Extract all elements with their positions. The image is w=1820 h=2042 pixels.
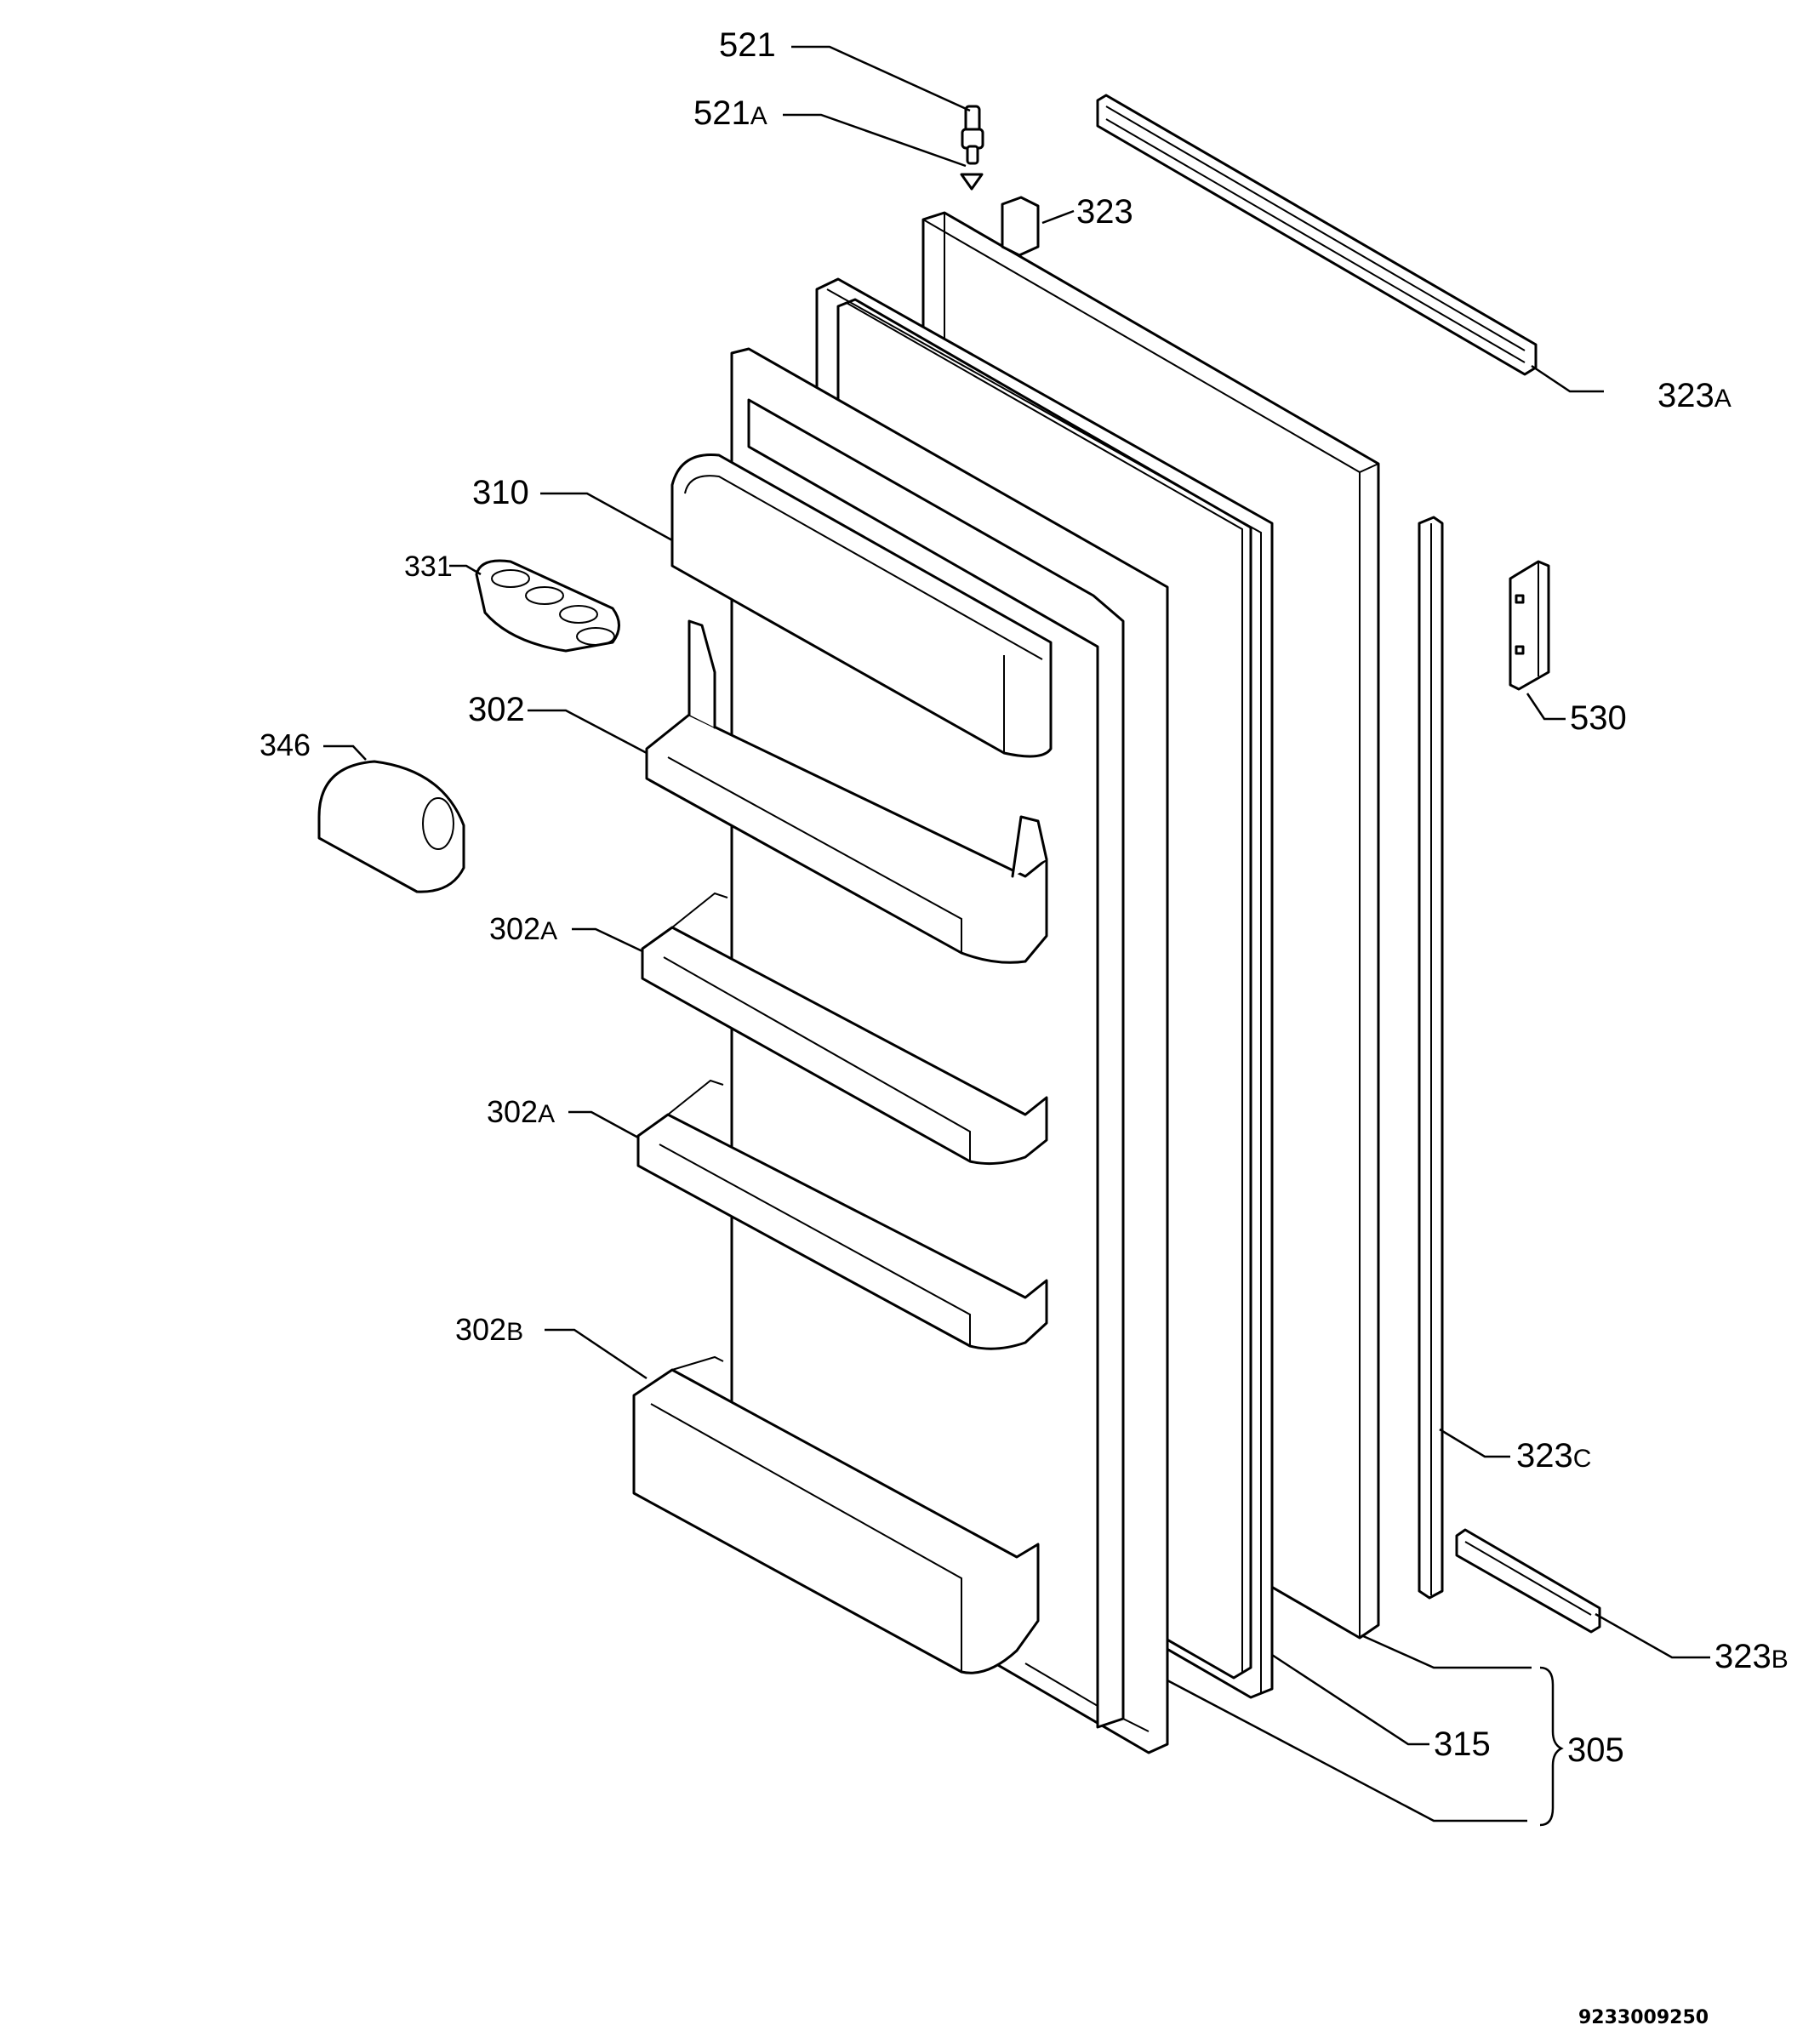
label-521a: 521A [693,94,767,132]
label-521: 521 [719,26,776,64]
top-rail [1096,94,1538,376]
egg-tray [475,559,620,653]
label-302a-lower: 302A [487,1094,555,1129]
label-323b: 323B [1714,1638,1789,1675]
label-302: 302 [468,691,525,728]
label-346: 346 [260,727,311,762]
label-302a-upper: 302A [489,911,557,946]
label-323c: 323C [1516,1437,1591,1474]
bottom-rail [1455,1528,1601,1634]
side-strip [1418,516,1444,1600]
label-305: 305 [1567,1731,1624,1769]
label-310: 310 [472,474,529,511]
butter-dish [317,760,465,893]
hinge-pin [960,105,984,191]
door-shelf-302 [645,619,1048,964]
door-shelf-302b [632,1355,1040,1674]
document-id: 9233009250 [1578,2007,1709,2028]
leader-lines [323,45,1710,1827]
label-331: 331 [404,550,453,583]
dairy-compartment [670,453,1053,758]
bracket [1509,560,1550,691]
hinge-strip-323 [1001,196,1040,257]
door-shelf-302a-upper [641,892,1048,1166]
door-shelf-302a-lower [636,1079,1048,1350]
part-labels: 521 521A 323 323A 310 331 302 346 530 30… [260,26,1789,1769]
label-302b: 302B [455,1312,523,1347]
label-315: 315 [1434,1725,1491,1763]
label-530: 530 [1570,699,1627,737]
label-323a: 323A [1657,377,1732,414]
door-inner-liner [730,347,1169,1754]
label-323: 323 [1076,193,1133,231]
